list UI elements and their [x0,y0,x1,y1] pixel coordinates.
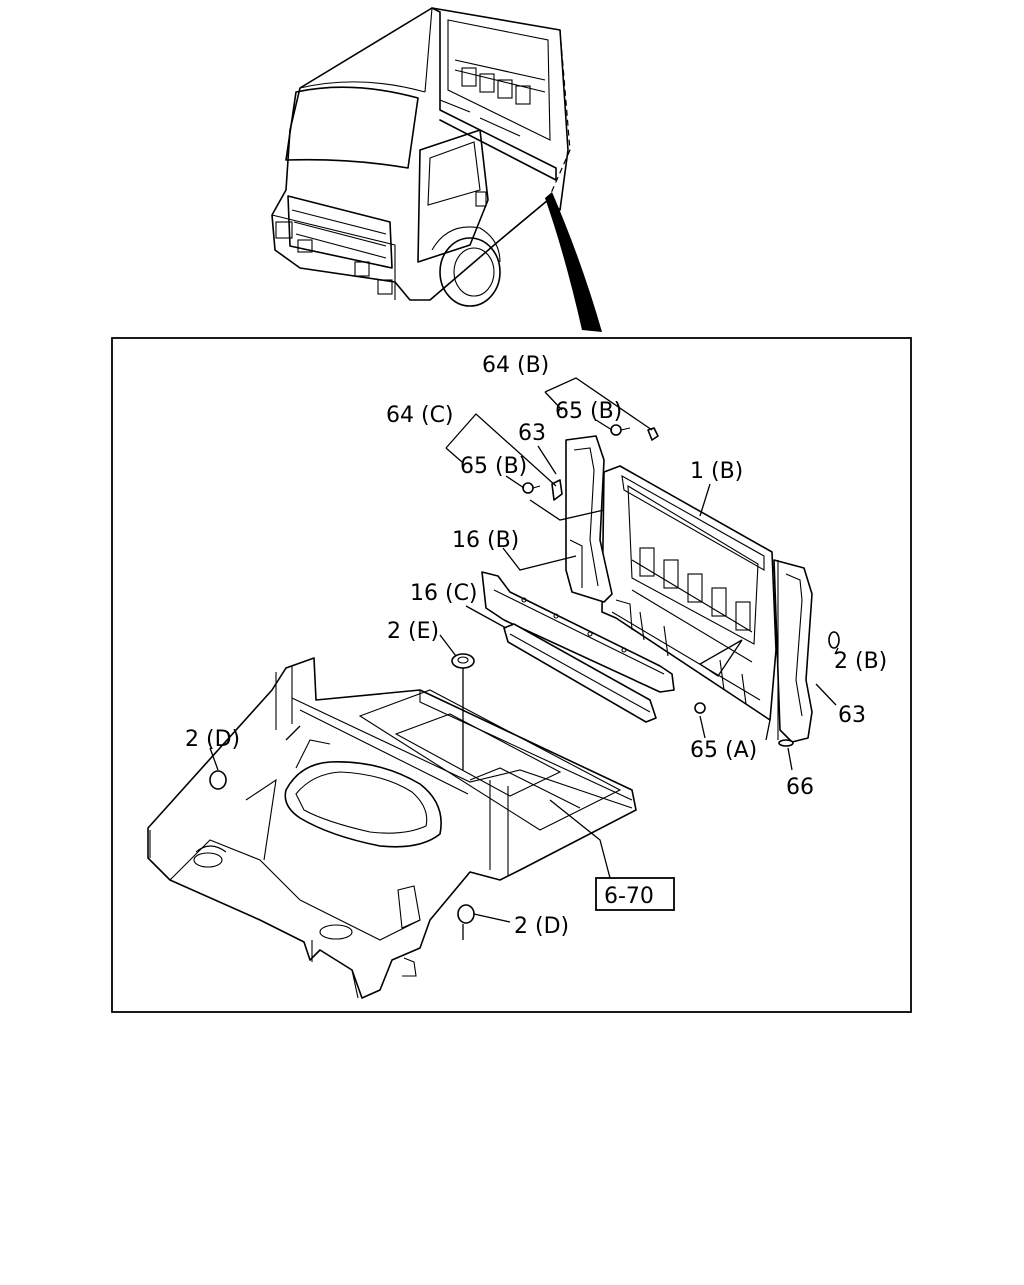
callout-16b: 16 (B) [452,528,519,553]
leader-lines [209,377,839,940]
fasteners [209,424,840,924]
pillar-63-right [773,559,813,743]
cab-floor-assembly [147,657,637,999]
callout-65b-top: 65 (B) [555,399,622,424]
callout-1b: 1 (B) [690,459,743,484]
callout-65b-left: 65 (B) [460,454,527,479]
callout-63-right: 63 [838,703,866,728]
callout-2b: 2 (B) [834,649,887,674]
detail-frame [111,337,912,1013]
rear-panel-1b [601,465,777,721]
callout-labels: 64 (B) 65 (B) 64 (C) 63 65 (B) 1 (B) 16 … [185,353,887,939]
callout-2d-left: 2 (D) [185,727,240,752]
reference-box-label: 6-70 [604,884,654,909]
callout-2e: 2 (E) [387,619,439,644]
callout-64c: 64 (C) [386,403,454,428]
callout-63-top: 63 [518,421,546,446]
truck-cab-overview [271,7,602,332]
crossmember-16c [503,623,657,723]
callout-65a: 65 (A) [690,738,757,763]
reference-box[interactable]: 6-70 [595,877,675,911]
crossmember-16b [481,571,675,693]
callout-2d-bottom: 2 (D) [514,914,569,939]
callout-66: 66 [786,775,814,800]
callout-64b: 64 (B) [482,353,549,378]
pillar-63-left [565,435,613,603]
callout-16c: 16 (C) [410,581,478,606]
